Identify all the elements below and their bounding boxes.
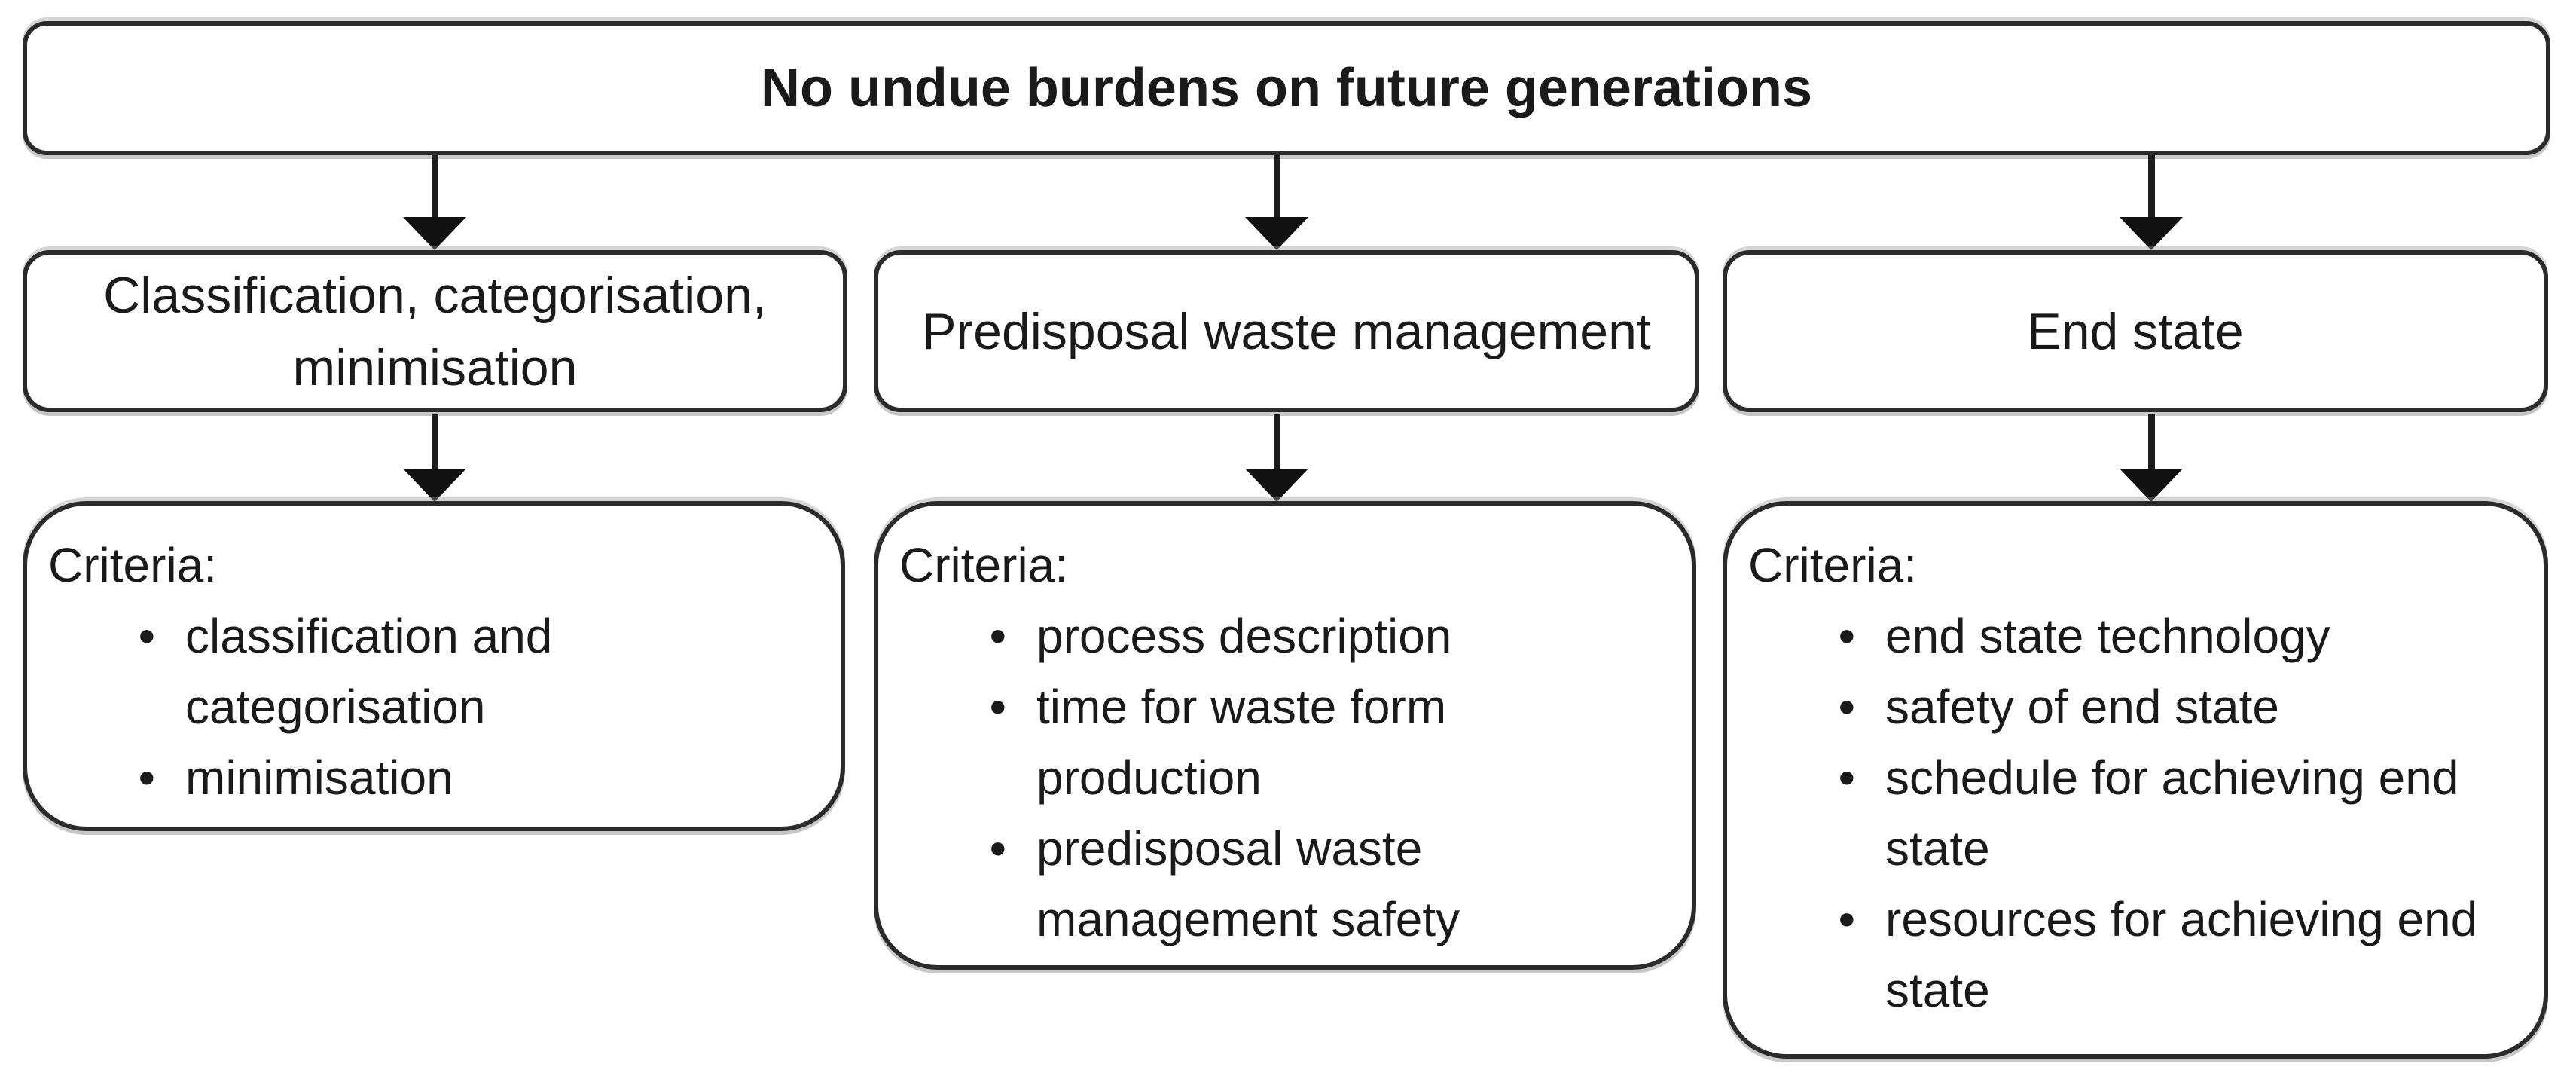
- arrow-head: [2120, 217, 2183, 250]
- bullet-icon: •: [989, 821, 1006, 876]
- root-box: No undue burdens on future generations: [23, 21, 2550, 155]
- criteria-item-text: time for waste form production: [1036, 680, 1447, 805]
- arrow-down-icon: [2120, 414, 2183, 502]
- root-box-label: No undue burdens on future generations: [760, 58, 1813, 118]
- arrow-down-icon: [403, 155, 466, 250]
- criteria-box-classification: Criteria: • classification and categoris…: [23, 501, 845, 831]
- bullet-icon: •: [1838, 609, 1855, 663]
- criteria-heading: Criteria:: [48, 538, 218, 592]
- arrow-down-icon: [2120, 155, 2183, 250]
- arrow-head: [403, 469, 466, 502]
- bullet-icon: •: [989, 609, 1006, 663]
- criteria-item: • time for waste form production: [899, 671, 1616, 813]
- criteria-item: • classification and categorisation: [48, 601, 810, 742]
- criteria-box-predisposal: Criteria: • process description • time f…: [874, 501, 1696, 970]
- criteria-list: • classification and categorisation • mi…: [48, 601, 810, 813]
- criteria-heading: Criteria:: [1748, 538, 1918, 592]
- criteria-item: • schedule for achieving end state: [1748, 742, 2513, 884]
- arrow-down-icon: [403, 414, 466, 502]
- arrow-head: [403, 217, 466, 250]
- bullet-icon: •: [138, 609, 155, 663]
- criteria-item: • end state technology: [1748, 601, 2513, 671]
- criteria-item-text: end state technology: [1885, 609, 2330, 663]
- branch-box-label: Predisposal waste management: [922, 302, 1651, 360]
- arrow-down-icon: [1245, 155, 1308, 250]
- arrow-shaft: [1273, 155, 1280, 217]
- criteria-heading: Criteria:: [899, 538, 1069, 592]
- bullet-icon: •: [1838, 750, 1855, 805]
- arrow-shaft: [2147, 155, 2155, 217]
- criteria-item-text: classification and categorisation: [185, 609, 553, 734]
- criteria-item: • process description: [899, 601, 1616, 671]
- bullet-icon: •: [138, 750, 155, 805]
- criteria-item: • minimisation: [48, 742, 810, 813]
- arrow-shaft: [431, 155, 438, 217]
- bullet-icon: •: [1838, 892, 1855, 946]
- branch-box-end-state: End state: [1723, 250, 2548, 412]
- criteria-item-text: minimisation: [185, 750, 453, 805]
- criteria-item: • predisposal waste management safety: [899, 813, 1616, 955]
- criteria-item-text: predisposal waste management safety: [1036, 821, 1460, 946]
- arrow-head: [1245, 217, 1308, 250]
- criteria-item-text: process description: [1036, 609, 1452, 663]
- arrow-head: [2120, 469, 2183, 502]
- criteria-item-text: safety of end state: [1885, 680, 2279, 734]
- arrow-head: [1245, 469, 1308, 502]
- arrow-shaft: [1273, 414, 1280, 469]
- bullet-icon: •: [989, 680, 1006, 734]
- branch-box-predisposal: Predisposal waste management: [874, 250, 1699, 412]
- arrow-shaft: [431, 414, 438, 469]
- criteria-item: • safety of end state: [1748, 671, 2513, 742]
- branch-box-classification: Classification, categorisation, minimisa…: [23, 250, 847, 412]
- branch-box-label: End state: [2027, 302, 2244, 360]
- branch-box-label: Classification, categorisation, minimisa…: [103, 266, 767, 396]
- criteria-box-end-state: Criteria: • end state technology • safet…: [1723, 501, 2548, 1059]
- criteria-list: • end state technology • safety of end s…: [1748, 601, 2513, 1025]
- arrow-down-icon: [1245, 414, 1308, 502]
- arrow-shaft: [2147, 414, 2155, 469]
- criteria-item: • resources for achieving end state: [1748, 884, 2513, 1025]
- bullet-icon: •: [1838, 680, 1855, 734]
- criteria-item-text: schedule for achieving end state: [1885, 750, 2459, 876]
- criteria-list: • process description • time for waste f…: [899, 601, 1616, 955]
- criteria-item-text: resources for achieving end state: [1885, 892, 2478, 1017]
